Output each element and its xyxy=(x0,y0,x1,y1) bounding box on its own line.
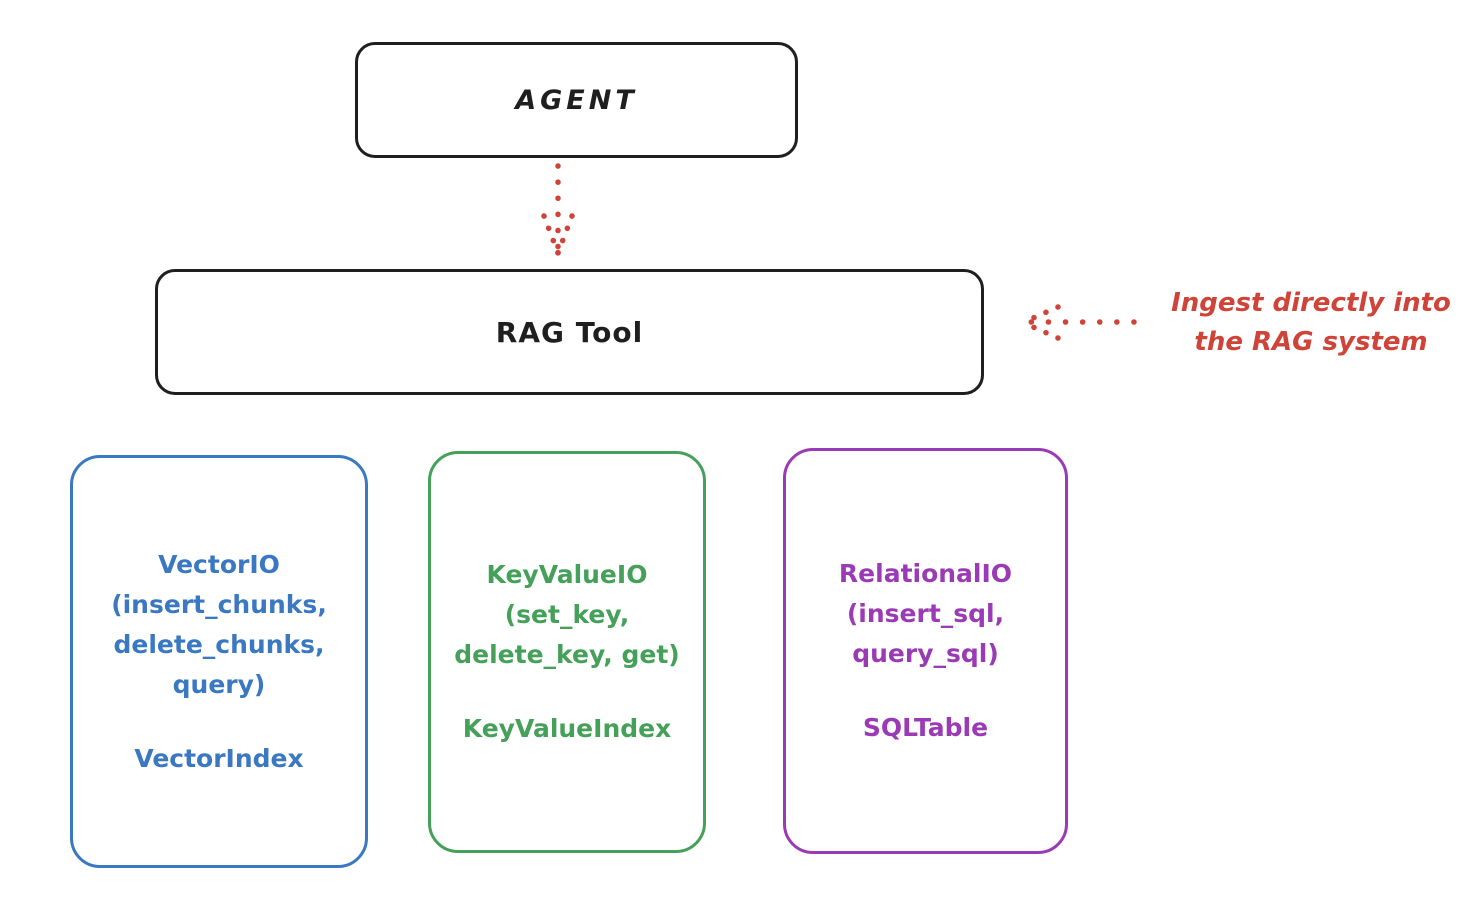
vector-io-methods-line2: delete_chunks, xyxy=(113,629,325,659)
agent-box: AGENT xyxy=(355,42,798,158)
ingest-annotation: Ingest directly into the RAG system xyxy=(1138,284,1484,362)
backend-box-relational-io: RelationalIO (insert_sql, query_sql) SQL… xyxy=(783,448,1068,854)
keyvalue-index-label: KeyValueIndex xyxy=(462,714,672,743)
vector-io-methods-line1: (insert_chunks, xyxy=(111,589,327,619)
relational-io-methods-line1: (insert_sql, xyxy=(846,599,1005,628)
relational-io-methods-line2: query_sql) xyxy=(852,639,999,668)
agent-to-ragtool-arrow-icon xyxy=(541,163,575,256)
ingest-annotation-line2: the RAG system xyxy=(1194,327,1428,357)
relational-io-title: RelationalIO xyxy=(838,559,1013,588)
vector-io-title: VectorIO xyxy=(158,549,280,579)
backend-box-vector-io: VectorIO (insert_chunks, delete_chunks, … xyxy=(70,455,368,868)
sql-table-label: SQLTable xyxy=(862,713,989,742)
vector-io-methods-line3: query) xyxy=(172,669,266,699)
vector-index-label: VectorIndex xyxy=(134,743,304,773)
keyvalue-io-methods-line2: delete_key, get) xyxy=(454,640,680,669)
rag-tool-box: RAG Tool xyxy=(155,269,984,395)
keyvalue-io-title: KeyValueIO xyxy=(486,560,648,589)
rag-tool-label: RAG Tool xyxy=(495,315,644,349)
ingest-annotation-arrow-icon xyxy=(1021,304,1137,341)
ingest-annotation-line1: Ingest directly into xyxy=(1171,288,1451,318)
agent-label: AGENT xyxy=(515,84,638,116)
keyvalue-io-methods-line1: (set_key, xyxy=(504,600,630,629)
backend-box-keyvalue-io: KeyValueIO (set_key, delete_key, get) Ke… xyxy=(428,451,706,853)
